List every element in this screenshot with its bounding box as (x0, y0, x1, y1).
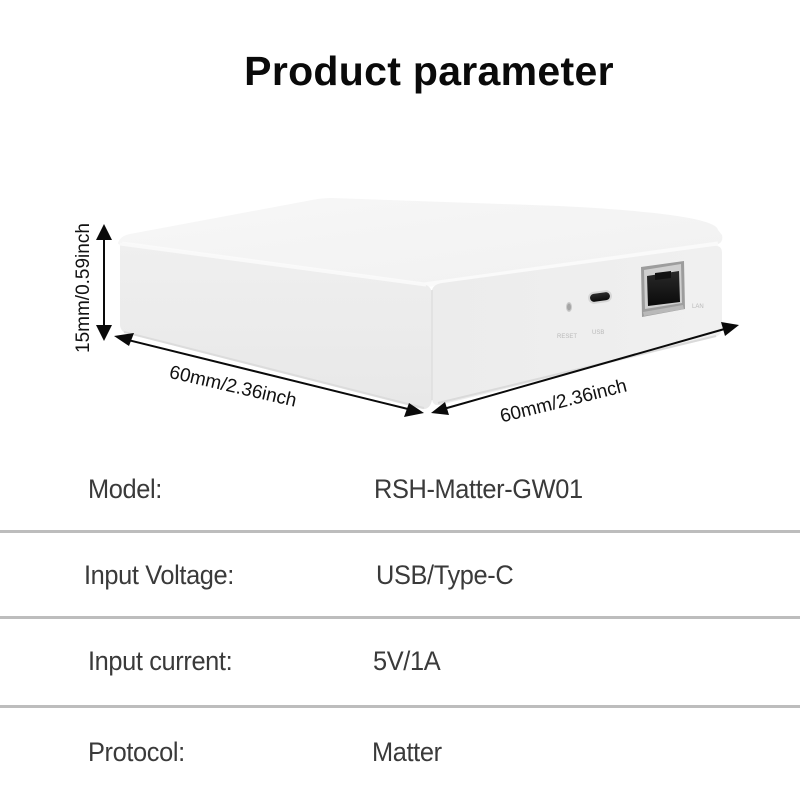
spec-value: USB/Type-C (376, 560, 514, 590)
page-title: Product parameter (244, 48, 614, 94)
spec-value: 5V/1A (373, 646, 441, 676)
spec-row-input-voltage: Input Voltage: USB/Type-C (0, 533, 800, 619)
spec-value: RSH-Matter-GW01 (374, 474, 583, 504)
spec-table: Model: RSH-Matter-GW01 Input Voltage: US… (0, 447, 800, 794)
lan-port-label: LAN (692, 304, 704, 310)
spec-value: Matter (372, 737, 442, 767)
spec-label: Protocol: (88, 737, 185, 767)
ethernet-port-icon (641, 261, 685, 317)
spec-row-protocol: Protocol: Matter (0, 708, 800, 794)
spec-label: Input Voltage: (84, 560, 234, 590)
device-left-face (119, 242, 432, 410)
usb-port-label: USB (592, 330, 605, 336)
product-illustration (0, 150, 800, 450)
usb-c-port-icon (588, 290, 612, 304)
reset-pinhole-icon (566, 302, 572, 312)
spec-row-input-current: Input current: 5V/1A (0, 619, 800, 708)
height-dimension-arrow (96, 224, 112, 341)
spec-label: Model: (88, 474, 162, 504)
width-dimension-arrow (431, 322, 739, 415)
spec-label: Input current: (88, 646, 233, 676)
depth-dimension-arrow (114, 333, 424, 417)
height-dimension-label: 15mm/0.59inch (73, 223, 94, 353)
reset-port-label: RESET (557, 334, 578, 340)
spec-row-model: Model: RSH-Matter-GW01 (0, 447, 800, 533)
gateway-device-image (96, 198, 739, 417)
